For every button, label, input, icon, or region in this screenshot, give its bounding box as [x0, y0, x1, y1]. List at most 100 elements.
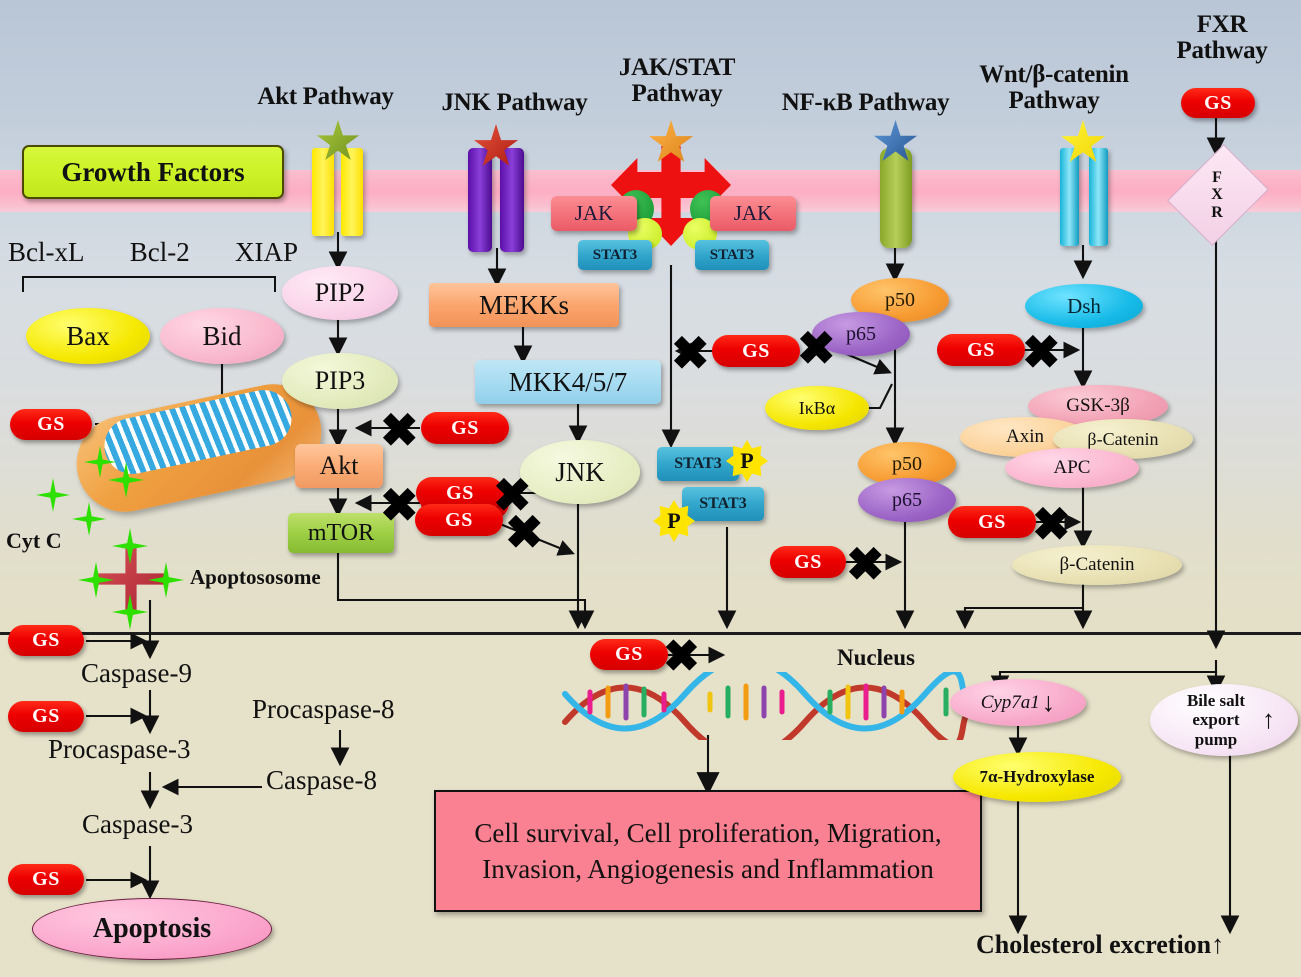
receptor-jnk [468, 148, 492, 252]
stat3-receptor-right-box: STAT3 [695, 240, 769, 270]
pathway-title-nfkb: NF-κB Pathway [781, 89, 950, 116]
nuclear-envelope [0, 632, 1301, 635]
gs-inhibitor-nfkb-upper[interactable]: GS [712, 335, 800, 367]
label-bcl-2: Bcl-2 [129, 237, 190, 267]
node-pip2: PIP2 [282, 266, 398, 320]
gs-label: GS [37, 413, 65, 435]
fxr-letter-f: F [1212, 168, 1222, 186]
gs-label: GS [967, 338, 995, 361]
node-p65-bottom-label: p65 [892, 488, 922, 511]
growth-factors-label: Growth Factors [61, 156, 245, 187]
node-hydroxylase: 7α-Hydroxylase [953, 752, 1121, 802]
node-p50-top: p50 [851, 278, 949, 322]
node-akt-label: Akt [319, 451, 359, 480]
node-p65-top-label: p65 [846, 322, 876, 345]
node-mtor-label: mTOR [307, 519, 375, 546]
gs-inhibitor-caspase9[interactable]: GS [8, 625, 84, 656]
receptor-wnt-b [1089, 148, 1108, 246]
node-pip2-label: PIP2 [314, 278, 366, 307]
antiapoptotic-row: Bcl-xL Bcl-2 XIAP [8, 237, 298, 268]
apoptosome-star-icon [148, 562, 184, 598]
stat3-receptor-left-box: STAT3 [578, 240, 652, 270]
node-apc-label: APC [1053, 457, 1091, 478]
gs-label: GS [742, 339, 770, 362]
node-axin-label: Axin [1006, 426, 1044, 447]
node-bile-salt-export-pump: Bile salt export pump ↑ [1150, 684, 1298, 756]
pathway-title-jakstat: JAK/STAT Pathway [618, 54, 736, 108]
gs-inhibitor-dsh[interactable]: GS [937, 334, 1025, 366]
label-xiap: XIAP [234, 237, 298, 267]
node-caspase8: Caspase-8 [266, 765, 377, 795]
gs-inhibitor-nfkb-nuclear[interactable]: GS [770, 546, 846, 578]
gs-inhibitor-bcatenin[interactable]: GS [948, 506, 1036, 538]
pathway-title-jnk: JNK Pathway [441, 89, 588, 116]
gs-inhibitor-jnk-lower[interactable]: GS [415, 504, 503, 536]
blocker-x-jnk-lower-icon: ✖ [505, 507, 544, 558]
gs-inhibitor-procaspase3[interactable]: GS [8, 701, 84, 732]
node-bcatenin-free: β-Catenin [1012, 545, 1182, 585]
stat3-dimer-bottom-label: STAT3 [699, 495, 747, 512]
blocker-x-dna-icon: ✖ [663, 632, 700, 681]
node-hydroxylase-label: 7α-Hydroxylase [979, 767, 1095, 787]
phospho-badge-top: P [726, 440, 768, 482]
cytc-label: Cyt C [6, 528, 62, 553]
apoptosome-star-icon [78, 562, 114, 598]
blocker-x-akt-icon: ✖ [380, 405, 419, 456]
apoptosome-label: Apoptososome [190, 565, 321, 589]
node-p65-top: p65 [812, 312, 910, 356]
pathway-title-fxr: FXR Pathway [1176, 11, 1268, 65]
cytc-star-icon [36, 478, 70, 512]
outcome-box-label: Cell survival, Cell proliferation, Migra… [474, 817, 942, 884]
pathway-title-wnt: Wnt/β-catenin Pathway [979, 61, 1129, 115]
antiapoptotic-bracket [22, 276, 276, 292]
stat3-dimer-top-label: STAT3 [674, 455, 722, 472]
node-bax: Bax [26, 308, 150, 364]
stat3-dimer-bottom: STAT3 [682, 487, 764, 521]
jak-left-box: JAK [551, 196, 637, 231]
node-mkk: MKK4/5/7 [475, 360, 661, 404]
node-p50-top-label: p50 [885, 288, 915, 311]
node-mekks-label: MEKKs [478, 289, 569, 320]
gs-inhibitor-dna[interactable]: GS [590, 639, 668, 670]
gs-label: GS [615, 643, 643, 665]
node-bcatenin-complex: β-Catenin [1053, 419, 1193, 459]
node-mekks: MEKKs [429, 283, 619, 327]
node-ikba: IκBα [765, 386, 869, 430]
cytc-star-icon [72, 502, 106, 536]
phospho-label: P [667, 508, 681, 533]
blocker-x-nfkb-upper-icon: ✖ [671, 328, 710, 379]
phospho-label: P [740, 448, 754, 473]
gs-inhibitor-akt[interactable]: GS [421, 412, 509, 444]
jak-left-label: JAK [574, 201, 614, 225]
receptor-akt [312, 148, 334, 236]
gs-inhibitor-jnk-upper[interactable]: GS [416, 477, 504, 509]
node-bid: Bid [160, 308, 284, 364]
gs-inhibitor-mitochondria[interactable]: GS [10, 409, 92, 440]
fxr-letter-x: X [1211, 186, 1223, 204]
node-procaspase3: Procaspase-3 [48, 734, 191, 764]
node-cyp7a1-label: Cyp7a1 [980, 691, 1040, 713]
node-apoptosis-label: Apoptosis [92, 913, 212, 944]
node-caspase9: Caspase-9 [81, 658, 192, 688]
cholesterol-text: Cholesterol excretion [976, 930, 1212, 959]
outcome-box: Cell survival, Cell proliferation, Migra… [434, 790, 982, 912]
gs-label: GS [978, 510, 1006, 533]
node-bcatenin-complex-label: β-Catenin [1087, 428, 1159, 449]
node-bid-label: Bid [202, 320, 242, 351]
node-procaspase8: Procaspase-8 [252, 694, 395, 724]
gs-label: GS [451, 416, 479, 439]
blocker-x-nfkb-nuclear-icon: ✖ [846, 539, 885, 590]
node-bax-label: Bax [66, 320, 110, 351]
node-mtor: mTOR [288, 513, 394, 553]
apoptosome-star-icon [112, 528, 148, 564]
gs-label: GS [32, 868, 60, 890]
cholesterol-excretion-label: Cholesterol excretion↑ [976, 930, 1224, 960]
blocker-x-p65-icon: ✖ [797, 323, 836, 374]
node-cyp7a1: Cyp7a1 ↓ [950, 679, 1086, 726]
stat3-receptor-left-label: STAT3 [592, 246, 638, 263]
gs-inhibitor-apoptosis[interactable]: GS [8, 864, 84, 895]
receptor-akt-b [341, 148, 363, 236]
gs-inhibitor-fxr[interactable]: GS [1181, 88, 1255, 118]
gs-label: GS [794, 550, 822, 573]
